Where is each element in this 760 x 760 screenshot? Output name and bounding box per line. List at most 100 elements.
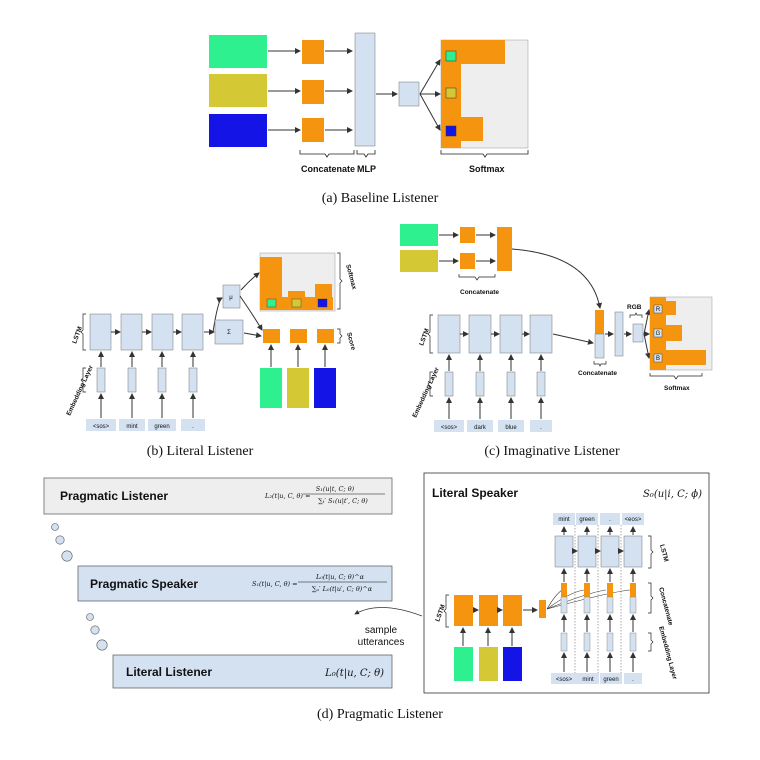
token-label: .: [192, 424, 194, 430]
score-label: Score: [345, 332, 357, 352]
softmax-bar: [666, 301, 676, 315]
pragmatic-listener-eq-lhs: L₂(t|u, C, θ) =: [264, 492, 310, 500]
output-token-label: green: [579, 517, 594, 523]
mu-symbol: μ: [229, 295, 233, 301]
literal-speaker-eq: S₀(u|i, C; ϕ): [643, 489, 702, 500]
concat-blue: [583, 596, 591, 614]
mlp-box: [398, 81, 420, 107]
color-swatch-blue: [503, 647, 522, 681]
concatenate-label: Concatenate: [301, 164, 355, 174]
lstm-cell: [89, 313, 112, 351]
embedding-cell: [583, 632, 591, 652]
score-box: [317, 329, 334, 343]
concatenate-column: [354, 32, 376, 147]
output-token-label: mint: [558, 517, 570, 523]
panel-d-caption: (d) Pragmatic Listener: [317, 707, 443, 722]
literal-listener-title: Literal Listener: [126, 665, 212, 679]
sigma-box: [214, 319, 244, 345]
embedding-cell: [157, 367, 167, 393]
embedding-box: [302, 118, 324, 142]
embedding-box: [460, 253, 475, 269]
token-label: blue: [505, 425, 517, 431]
panel-d-pragmatic-listener: Pragmatic Listener L₂(t|u, C, θ) = S₁(u|…: [43, 472, 710, 722]
panel-a-baseline-listener: Concatenate MLP Softmax (a) Baseline Lis…: [209, 32, 529, 206]
literal-listener-box: [112, 654, 393, 689]
pragmatic-speaker-eq-lhs: S₁(t|u, C, θ) =: [252, 580, 298, 588]
rgb-letter-g: [653, 328, 663, 338]
softmax-bar: [666, 350, 706, 365]
rgb-letter-label: B: [656, 356, 660, 362]
sample-utterances-label: sample: [365, 625, 398, 636]
token-label: mint: [126, 424, 138, 430]
token-label: .: [540, 425, 542, 431]
rgb-letter-b: [653, 353, 663, 363]
panel-c-caption: (c) Imaginative Listener: [484, 444, 620, 459]
lstm-cell: [468, 314, 492, 354]
token-box: [467, 420, 493, 432]
color-swatch-olive: [400, 250, 438, 272]
input-token-label: <sos>: [556, 677, 573, 683]
token-box: [86, 419, 116, 431]
lstm-cell: [120, 313, 143, 351]
softmax-bar: [461, 40, 505, 64]
embedding-cell: [629, 632, 637, 652]
color-swatch-green: [209, 35, 267, 68]
embedding-box: [302, 80, 324, 104]
score-box: [263, 329, 280, 343]
lstm-cell-orange: [503, 595, 522, 626]
thought-bubble: [86, 613, 94, 621]
softmax-bar: [288, 291, 305, 297]
thought-bubble: [96, 639, 108, 651]
pragmatic-listener-box: [43, 477, 393, 515]
pragmatic-listener-title: Pragmatic Listener: [60, 489, 168, 503]
embedding-layer-label: Embedding Layer: [411, 366, 441, 419]
input-token-box: [624, 673, 642, 684]
output-token-box: [553, 513, 575, 525]
panel-a-caption: (a) Baseline Listener: [322, 191, 439, 206]
lstm-right-label: LSTM: [658, 544, 669, 563]
embedding-layer-label: Embedding Layer: [65, 364, 95, 417]
softmax-label: Softmax: [664, 385, 690, 392]
softmax-bar: [315, 284, 332, 297]
output-token-label: .: [609, 517, 611, 523]
thought-bubble: [61, 550, 73, 562]
softmax-bar: [461, 117, 483, 141]
color-swatch-green: [454, 647, 473, 681]
target-swatch-olive: [445, 87, 457, 99]
concatenate-column: [595, 310, 604, 334]
mlp-label: MLP: [357, 164, 376, 174]
token-box: [530, 420, 552, 432]
concatenate-column: [594, 333, 605, 359]
softmax-bar: [260, 257, 282, 297]
token-box: [498, 420, 524, 432]
color-swatch-green: [400, 224, 438, 246]
sigma-symbol: Σ: [227, 330, 231, 336]
softmax-bar: [666, 325, 682, 341]
embedding-cell: [444, 371, 454, 397]
lstm-cell-orange: [454, 595, 473, 626]
decoder-lstm-cell: [600, 535, 620, 568]
panel-b-caption: (b) Literal Listener: [147, 444, 254, 459]
pragmatic-speaker-eq-num: L₀(t|u, C; θ)^α: [315, 573, 365, 581]
lstm-label: LSTM: [418, 328, 431, 347]
pragmatic-listener-eq-num: S₁(u|t, C; θ): [316, 485, 355, 493]
rgb-letter-label: G: [656, 331, 661, 337]
rgb-label: RGB: [627, 304, 642, 311]
input-token-label: green: [603, 677, 618, 683]
concat-orange: [561, 583, 567, 597]
token-box: [119, 419, 145, 431]
concat-orange: [584, 583, 590, 597]
lstm-cell: [529, 314, 553, 354]
decoder-lstm-cell: [554, 535, 574, 568]
lstm-cell: [151, 313, 174, 351]
rgb-box: [632, 323, 644, 343]
pragmatic-speaker-eq-den: ∑ᵤ′ L₀(t|u′, C; θ)^α: [312, 585, 373, 593]
color-swatch-olive: [287, 368, 309, 408]
embedding-cell: [506, 371, 516, 397]
output-token-box: [622, 513, 644, 525]
rgb-letter-r: [653, 304, 663, 314]
thought-bubble: [55, 535, 65, 545]
literal-speaker-title: Literal Speaker: [432, 486, 518, 500]
output-token-box: [576, 513, 598, 525]
mlp-column: [614, 311, 624, 357]
